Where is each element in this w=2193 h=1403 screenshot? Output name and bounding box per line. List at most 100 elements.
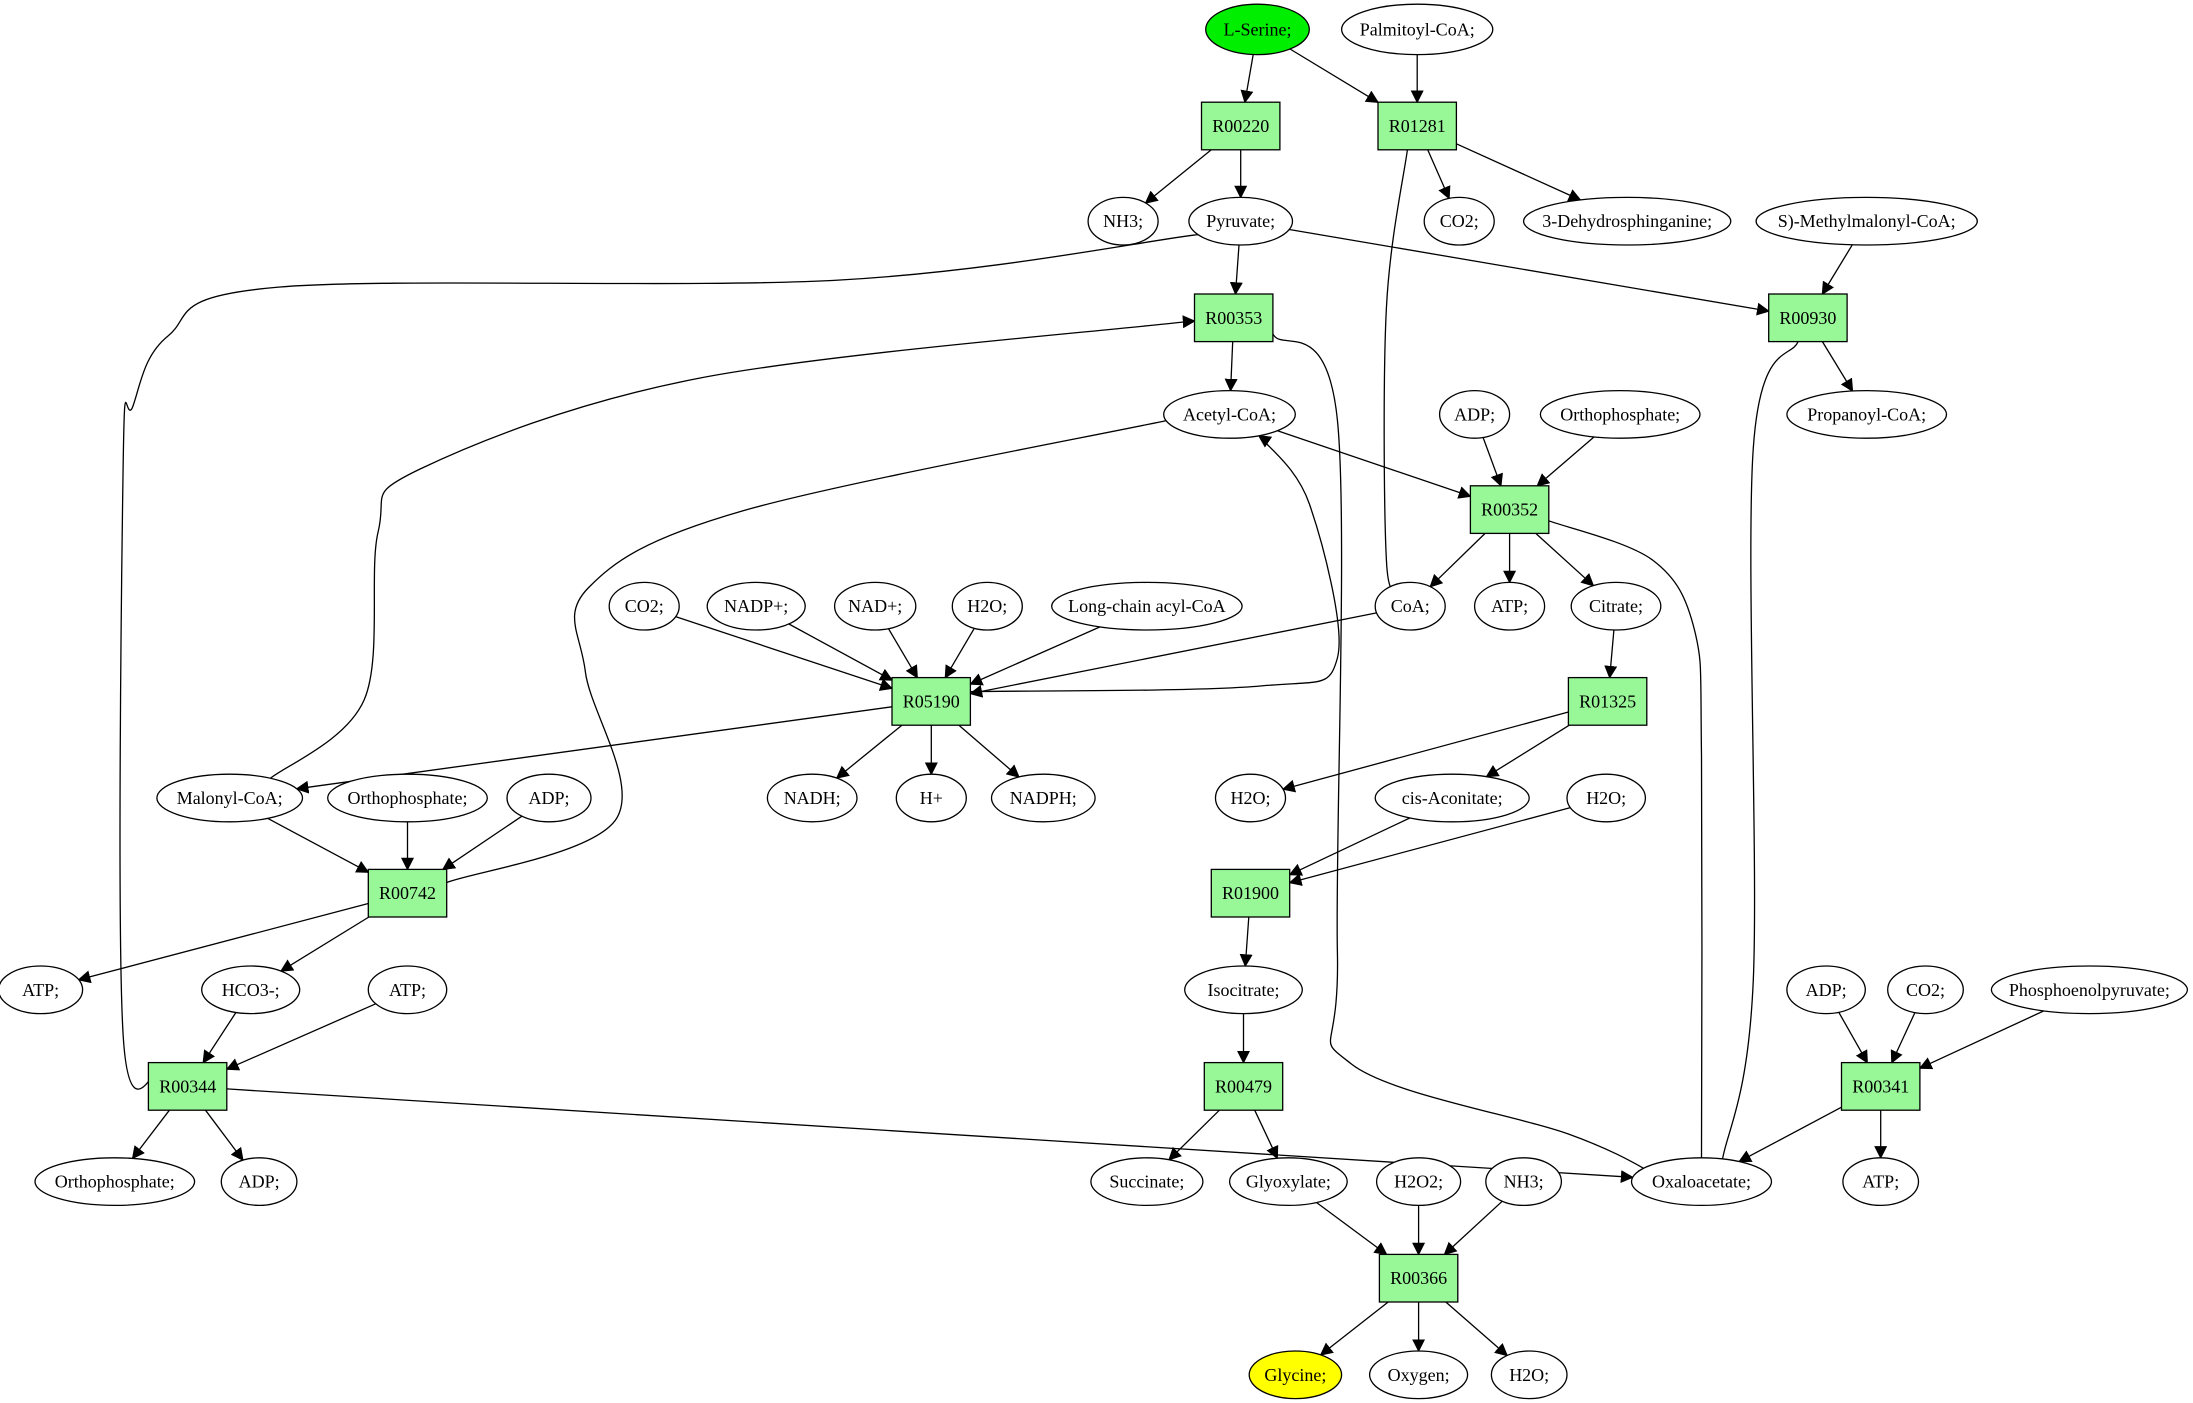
compound-node-n_hco3[interactable]: HCO3-;	[201, 965, 301, 1015]
compound-node-n_nh3_b[interactable]: NH3;	[1485, 1157, 1563, 1207]
compound-ellipse	[0, 965, 84, 1015]
node-label: Citrate;	[1589, 596, 1643, 616]
reaction-node-r_R00352[interactable]: R00352	[1469, 485, 1550, 535]
edge-r_R00352-to-n_citrate	[1535, 532, 1595, 587]
compound-node-n_citrate[interactable]: Citrate;	[1570, 581, 1662, 631]
compound-node-n_ortho_a[interactable]: Orthophosphate;	[1539, 389, 1701, 439]
compound-node-n_cisacon[interactable]: cis-Aconitate;	[1374, 773, 1530, 823]
node-label: H2O;	[1586, 788, 1626, 808]
compound-node-n_pep[interactable]: Phosphoenolpyruvate;	[1990, 965, 2189, 1015]
edge-r_R00930-to-n_propanoyl	[1821, 341, 1854, 393]
compound-node-n_methylmal[interactable]: S)-Methylmalonyl-CoA;	[1755, 196, 1978, 246]
compound-node-n_h2o_a[interactable]: H2O;	[951, 581, 1023, 631]
compound-node-n_atp_a[interactable]: ATP;	[1473, 581, 1546, 631]
compound-node-n_co2_a[interactable]: CO2;	[1423, 196, 1495, 246]
compound-node-n_palmitoyl[interactable]: Palmitoyl-CoA;	[1340, 3, 1494, 56]
compound-node-n_oxygen[interactable]: Oxygen;	[1368, 1350, 1469, 1400]
compound-node-n_adp_c[interactable]: ADP;	[1786, 965, 1866, 1015]
reaction-node-r_R00344[interactable]: R00344	[147, 1061, 228, 1111]
compound-node-n_longchain[interactable]: Long-chain acyl-CoA	[1051, 581, 1243, 631]
compound-node-n_h2o_b[interactable]: H2O;	[1214, 773, 1287, 823]
reaction-node-r_R00742[interactable]: R00742	[367, 868, 448, 918]
compound-node-n_adp_d[interactable]: ADP;	[220, 1157, 298, 1207]
compound-node-n_oxaloacetate[interactable]: Oxaloacetate;	[1630, 1157, 1773, 1207]
compound-ellipse	[1374, 773, 1530, 823]
compound-node-n_adp_a[interactable]: ADP;	[1438, 389, 1511, 439]
reaction-node-r_R01900[interactable]: R01900	[1210, 868, 1291, 918]
compound-ellipse	[1184, 965, 1303, 1015]
reaction-node-r_R00220[interactable]: R00220	[1200, 101, 1281, 151]
edge-n_pyruvate-to-r_R00344	[119, 230, 1222, 1090]
reaction-node-r_R01325[interactable]: R01325	[1567, 676, 1648, 726]
reaction-node-r_R00479[interactable]: R00479	[1203, 1061, 1284, 1111]
compound-node-n_atp_c[interactable]: ATP;	[367, 965, 448, 1015]
edge-n_pep-to-r_R00341	[1918, 1010, 2045, 1070]
compound-node-n_nad[interactable]: NAD+;	[833, 581, 917, 631]
compound-node-n_nadp[interactable]: NADP+;	[706, 581, 806, 631]
compound-node-n_nadh[interactable]: NADH;	[766, 773, 858, 823]
compound-node-n_succinate[interactable]: Succinate;	[1090, 1157, 1204, 1207]
edge-n_pyruvate-to-r_R00353	[1229, 244, 1243, 296]
edge-n_adp_b-to-r_R00742	[441, 815, 523, 871]
compound-node-n_malonyl[interactable]: Malonyl-CoA;	[156, 773, 304, 823]
node-label: Malonyl-CoA;	[177, 788, 283, 808]
compound-node-n_dehydro[interactable]: 3-Dehydrosphinganine;	[1522, 196, 1732, 246]
compound-ellipse	[1566, 773, 1647, 823]
edge-n_longchain-to-r_R05190	[969, 626, 1101, 686]
edge-n_pyruvate-to-r_R00930	[1289, 228, 1770, 316]
compound-node-n_co2_c[interactable]: CO2;	[1887, 965, 1964, 1015]
compound-ellipse	[1087, 196, 1159, 246]
node-label: ATP;	[22, 980, 59, 1000]
edge-r_R00742-to-n_hco3	[279, 916, 370, 972]
edge-n_nh3_b-to-r_R00366	[1443, 1200, 1503, 1256]
edge-n_co2_c-to-r_R00341	[1890, 1012, 1916, 1064]
compound-ellipse	[1786, 389, 1948, 439]
compound-node-n_h2o2[interactable]: H2O2;	[1375, 1157, 1462, 1207]
compound-node-n_glycine[interactable]: Glycine;	[1248, 1350, 1343, 1400]
compound-ellipse	[1539, 389, 1701, 439]
compound-node-n_coa[interactable]: CoA;	[1374, 581, 1446, 631]
edge-n_glyoxylate-to-r_R00366	[1316, 1201, 1388, 1256]
compound-node-n_co2_b[interactable]: CO2;	[608, 581, 680, 631]
compound-node-n_pyruvate[interactable]: Pyruvate;	[1188, 196, 1294, 246]
reaction-node-r_R00366[interactable]: R00366	[1378, 1253, 1459, 1303]
compound-node-n_nh3_a[interactable]: NH3;	[1087, 196, 1159, 246]
compound-node-n_atp_b[interactable]: ATP;	[0, 965, 84, 1015]
node-label: NADP+;	[724, 596, 788, 616]
compound-ellipse	[34, 1157, 196, 1207]
compound-ellipse	[1205, 3, 1310, 56]
edge-r_R00479-to-n_succinate	[1168, 1109, 1220, 1161]
compound-node-n_h2o_d[interactable]: H2O;	[1490, 1350, 1568, 1400]
compound-node-n_ortho_c[interactable]: Orthophosphate;	[34, 1157, 196, 1207]
compound-node-n_propanoyl[interactable]: Propanoyl-CoA;	[1786, 389, 1948, 439]
reaction-box	[1377, 101, 1458, 151]
compound-node-n_ortho_b[interactable]: Orthophosphate;	[327, 773, 488, 823]
reaction-node-r_R00341[interactable]: R00341	[1840, 1061, 1921, 1111]
node-label: R00479	[1215, 1076, 1272, 1096]
compound-node-n_glyoxylate[interactable]: Glyoxylate;	[1228, 1157, 1348, 1207]
node-label: NADH;	[784, 788, 841, 808]
node-label: Oxaloacetate;	[1652, 1172, 1751, 1192]
compound-node-n_isocitrate[interactable]: Isocitrate;	[1184, 965, 1303, 1015]
reaction-box	[1210, 868, 1291, 918]
reaction-node-r_R05190[interactable]: R05190	[891, 676, 972, 726]
compound-node-n_h2o_c[interactable]: H2O;	[1566, 773, 1647, 823]
node-label: NH3;	[1103, 211, 1143, 231]
compound-node-n_acetylcoa[interactable]: Acetyl-CoA;	[1163, 389, 1296, 439]
compound-node-n_hplus[interactable]: H+	[895, 773, 967, 823]
compound-ellipse	[1051, 581, 1243, 631]
compound-ellipse	[990, 773, 1096, 823]
compound-ellipse	[608, 581, 680, 631]
compound-node-n_atp_d[interactable]: ATP;	[1842, 1157, 1920, 1207]
edge-n_nadp-to-r_R05190	[788, 623, 894, 681]
node-label: Glycine;	[1264, 1365, 1326, 1385]
compound-node-n_serine[interactable]: L-Serine;	[1205, 3, 1310, 56]
reaction-node-r_R00353[interactable]: R00353	[1193, 293, 1274, 343]
reaction-node-r_R00930[interactable]: R00930	[1768, 293, 1848, 343]
compound-node-n_nadph[interactable]: NADPH;	[990, 773, 1096, 823]
node-label: R05190	[903, 691, 960, 711]
edge-r_R05190-to-n_nadh	[835, 724, 903, 779]
reaction-node-r_R01281[interactable]: R01281	[1377, 101, 1458, 151]
edge-n_ortho_a-to-r_R00352	[1536, 436, 1595, 487]
compound-node-n_adp_b[interactable]: ADP;	[506, 773, 592, 823]
